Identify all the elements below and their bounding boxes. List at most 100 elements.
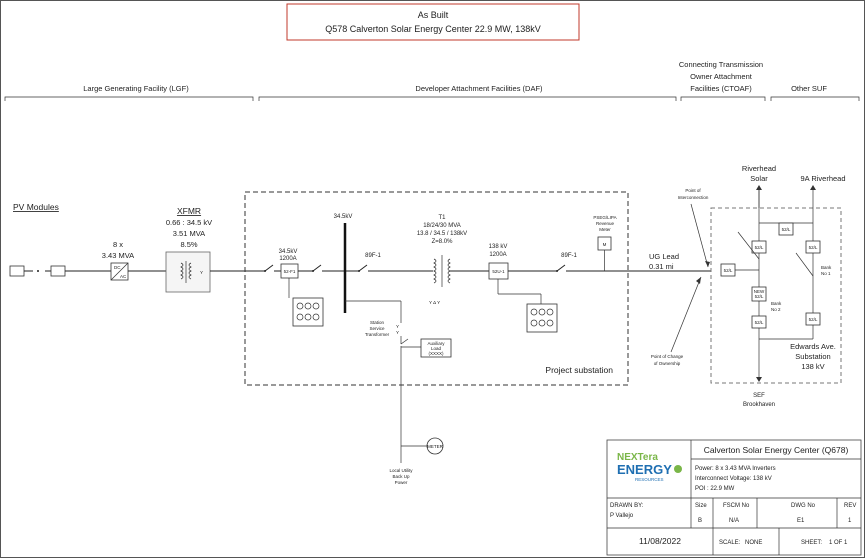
svg-text:Y: Y [396,330,399,335]
title-box [286,3,580,41]
poi-arrow [690,203,710,268]
aux-label-2: Load [431,346,442,351]
disconnect-switch-1 [264,264,274,272]
tb-poi: POI : 22.9 MW [695,486,735,492]
t1-name: T1 [438,215,446,221]
breaker1-tag: 52-F1 [284,269,296,274]
title-block [606,439,862,556]
pv-title: PV Modules [13,202,59,212]
tb-project: Calverton Solar Energy Center (Q678) [704,445,849,455]
xfmr-title: XFMR [177,206,201,216]
svg-text:DC: DC [114,265,121,270]
edwards-sub-1: Edwards Ave. [790,342,836,351]
backup-label-3: Power [395,480,408,485]
tb-size: B [698,518,702,524]
tb-fscm-label: FSCM No [723,503,750,509]
backup-label-1: Local Utility [389,468,413,473]
nextera-logo: NEXTera ENERGY RESOURCES [617,452,682,482]
breaker2-a: 1200A [489,252,506,258]
section-ctoaf-2: Owner Attachment [690,72,753,81]
relay-panel-1 [288,278,324,327]
pv-module-icon [9,265,111,277]
backup-label-2: Back Up [392,474,410,479]
tb-voltage: Interconnect Voltage: 138 kV [695,476,772,482]
backup-meter-label: METER [427,444,444,449]
title-line1: As Built [418,10,449,20]
tb-dwg: E1 [797,518,805,524]
meter-label-1: PSEG/LIPA [593,215,616,220]
svg-text:52/L: 52/L [755,294,764,299]
disconnect-switch-89f-2 [556,264,566,272]
bus-label: 34.5kV [334,214,353,220]
aux-label-3: (XXXX) [428,351,444,356]
section-lgf: Large Generating Facility (LGF) [83,84,189,93]
riverhead-solar-1: Riverhead [742,164,776,173]
logo-text-2: ENERGY [617,462,672,477]
tb-dwg-label: DWG No [791,503,816,509]
switch2-tag: 89F-1 [561,253,577,259]
inverter-count: 8 x [113,240,123,249]
ug-lead-length: 0.31 mi [649,262,674,271]
sst-label-1: Station [370,320,385,325]
section-ctoaf-3: Facilities (CTOAF) [690,84,752,93]
station-service-branch: Y Y [345,300,421,463]
sst-label-2: Service [369,326,385,331]
riverhead-9a-arrow [810,185,816,190]
tb-sheet-label: SHEET: [801,540,822,546]
section-ctoaf-1: Connecting Transmission [679,60,763,69]
breaker1-a: 1200A [279,256,296,262]
section-other: Other SUF [791,84,827,93]
t1-kv: 13.8 / 34.5 / 138kV [417,231,467,237]
inverter-rating: 3.43 MVA [102,251,134,260]
ug-lead-label: UG Lead [649,252,679,261]
edwards-sub-2: Substation [795,352,830,361]
t1-z: Z=8.0% [432,239,454,245]
switch1-tag: 89F-1 [365,253,381,259]
svg-text:No 1: No 1 [821,271,831,276]
sef-label-1: SEF [753,393,765,399]
xfmr-icon: Y [165,251,245,293]
xfmr-z: 8.5% [180,240,197,249]
xfmr-ratio: 0.66 : 34.5 kV [166,218,212,227]
tb-drawn-by-label: DRAWN BY: [610,503,644,509]
sst-label-3: Transformer [365,332,390,337]
edwards-sub-3: 138 kV [801,362,824,371]
inverter-icon: DC AC [110,262,166,281]
meter-label-3: Meter [599,227,611,232]
relay-panel-2 [497,279,558,333]
svg-text:52/L: 52/L [724,268,733,273]
project-substation-label: Project substation [545,365,613,375]
breaker2-kv: 138 kV [489,244,508,250]
title-line2: Q578 Calverton Solar Energy Center 22.9 … [325,24,541,34]
svg-text:No 2: No 2 [771,307,781,312]
sef-label-2: Brookhaven [743,402,775,408]
tb-scale: NONE [745,540,762,546]
tb-fscm: N/A [729,518,739,524]
svg-text:Bank: Bank [771,301,782,306]
t1-mva: 18/24/30 MVA [423,223,461,229]
tb-rev: 1 [848,518,852,524]
main-power-transformer-t1: Y Δ Y [429,255,451,305]
section-daf: Developer Attachment Facilities (DAF) [415,84,543,93]
tb-date: 11/08/2022 [639,536,681,546]
section-brackets [4,96,860,101]
svg-text:AC: AC [120,274,127,279]
disconnect-switch-89f [358,264,368,272]
poi-label-1: Point of [685,188,701,193]
svg-text:52/L: 52/L [755,245,764,250]
riverhead-solar-arrow [756,185,762,208]
svg-text:Y: Y [396,324,399,329]
svg-text:NEW: NEW [754,289,765,294]
svg-text:52/L: 52/L [809,245,818,250]
logo-text-1: NEXTera [617,452,658,463]
tb-sheet: 1 OF 1 [829,540,848,546]
riverhead-9a: 9A Riverhead [800,174,845,183]
svg-text:Y Δ Y: Y Δ Y [429,300,440,305]
xfmr-mva: 3.51 MVA [173,229,205,238]
pcoo-label-1: Point of Change [651,354,684,359]
svg-text:52/L: 52/L [782,227,791,232]
tb-size-label: Size [695,503,707,509]
tb-rev-label: REV [844,503,856,509]
backup-meter-circle [426,437,444,455]
auxiliary-load-box [420,338,452,358]
